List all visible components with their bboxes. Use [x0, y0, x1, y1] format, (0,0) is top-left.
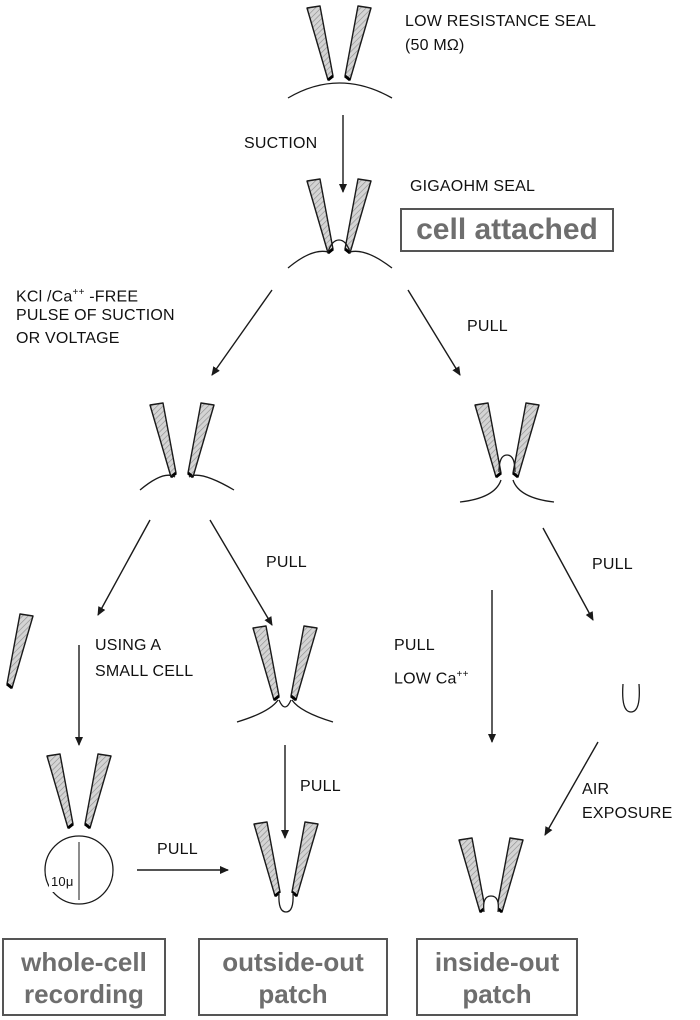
- box-whole-cell-recording: whole-cell recording: [2, 938, 166, 1016]
- label-low-ca-a: LOW Ca: [394, 670, 457, 688]
- gigaohm-seal-figure: [287, 177, 393, 269]
- label-pull-low-ca: PULL: [394, 637, 435, 654]
- arrow-air-exposure: [544, 741, 599, 836]
- label-exposure: EXPOSURE: [582, 805, 673, 822]
- outside-out-patch-figure: [252, 820, 320, 913]
- box-outside-out-patch: outside-out patch: [198, 938, 388, 1016]
- label-pulse-of-suction: PULSE OF SUCTION: [16, 307, 175, 324]
- label-kcl-b: -FREE: [84, 288, 139, 306]
- arrow-pull-right: [407, 289, 461, 376]
- low-resistance-seal-figure: [287, 4, 393, 99]
- outside-out-forming-figure: [236, 624, 334, 723]
- label-low-ca: LOW Ca++: [394, 665, 469, 689]
- box-whole-cell-line2: recording: [24, 979, 144, 1009]
- label-pull-whole-to-outside: PULL: [157, 841, 198, 858]
- label-kcl-sup: ++: [72, 287, 85, 298]
- label-air: AIR: [582, 781, 610, 798]
- label-kcl-a: KCl /Ca: [16, 288, 73, 306]
- label-pull-right-mid: PULL: [592, 556, 633, 573]
- box-outside-out-line2: patch: [258, 979, 328, 1009]
- arrow-to-whole-cell-step: [211, 289, 273, 376]
- box-inside-out-line1: inside-out: [434, 947, 560, 977]
- label-small-cell: SMALL CELL: [95, 663, 194, 680]
- inside-out-patch-figure: [457, 836, 525, 914]
- box-outside-out-line1: outside-out: [222, 947, 364, 977]
- label-low-resistance-seal: LOW RESISTANCE SEAL: [405, 13, 597, 30]
- label-pull-right-top: PULL: [467, 318, 508, 335]
- arrow-to-small-cell: [97, 519, 151, 616]
- label-gigaohm-seal: GIGAOHM SEAL: [410, 178, 536, 195]
- label-cell-size: 10μ: [49, 872, 76, 892]
- label-using-a: USING A: [95, 637, 162, 654]
- label-or-voltage: OR VOLTAGE: [16, 330, 120, 347]
- arrow-pull-to-outside-out: [209, 519, 273, 626]
- box-cell-attached-text: cell attached: [416, 213, 598, 246]
- label-pull-center-vertical: PULL: [300, 778, 341, 795]
- box-inside-out-patch: inside-out patch: [416, 938, 578, 1016]
- ruptured-patch-figure: [139, 401, 235, 491]
- box-cell-attached: cell attached: [400, 208, 614, 252]
- pulled-vesicle-figure: [459, 401, 555, 503]
- box-inside-out-line2: patch: [462, 979, 532, 1009]
- arrow-pull-right-mid: [542, 527, 594, 621]
- label-suction: SUCTION: [244, 135, 318, 152]
- vesicle-in-pipette-figure: [0, 612, 640, 713]
- label-low-resistance-value: (50 MΩ): [405, 37, 465, 54]
- label-low-ca-sup: ++: [456, 669, 469, 680]
- box-whole-cell-line1: whole-cell: [21, 947, 147, 977]
- label-pull-mid-left: PULL: [266, 554, 307, 571]
- label-kcl-free: KCl /Ca++ -FREE: [16, 283, 138, 307]
